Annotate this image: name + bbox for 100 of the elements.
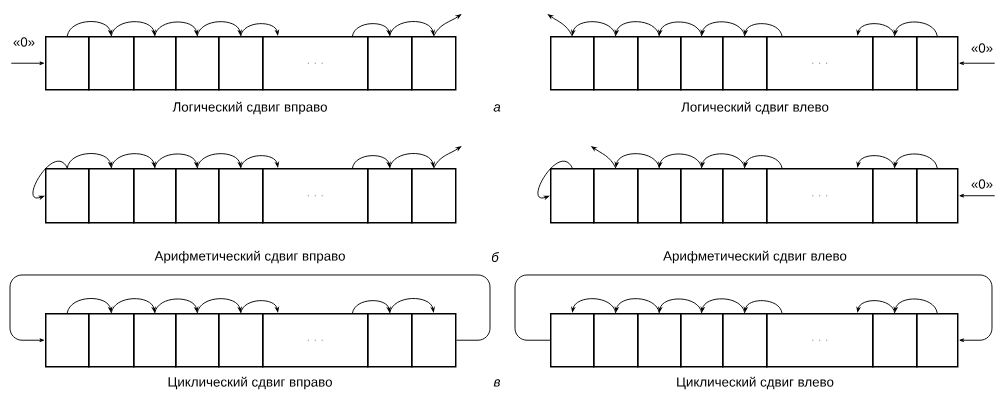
arrow xyxy=(110,153,156,169)
arrow xyxy=(700,153,746,169)
arrow xyxy=(700,21,746,37)
input-label: «0» xyxy=(971,179,993,189)
caption: Арифметический сдвиг влево xyxy=(663,250,847,264)
register-cell: . . . xyxy=(766,36,874,91)
register-cell xyxy=(88,36,135,91)
arrow xyxy=(66,21,113,37)
register-cell xyxy=(680,313,724,368)
caption: Циклический сдвиг вправо xyxy=(168,376,332,390)
register-cell xyxy=(411,36,457,91)
register-cell xyxy=(367,313,413,368)
register-cell xyxy=(133,168,177,224)
register-cell xyxy=(593,313,639,368)
arrow xyxy=(389,298,435,314)
arrow xyxy=(591,146,617,169)
register-cell xyxy=(637,313,682,368)
arrow xyxy=(571,21,617,37)
register-cell xyxy=(550,36,595,91)
register-cell xyxy=(593,36,639,91)
arrow xyxy=(433,146,462,169)
arrow xyxy=(10,61,45,66)
arrow xyxy=(352,155,391,169)
arrow xyxy=(959,61,996,66)
arrow xyxy=(389,21,435,37)
register-cell xyxy=(637,168,682,224)
register-cell xyxy=(593,168,639,224)
register-cell xyxy=(916,36,959,91)
register-cell xyxy=(722,36,768,91)
register-cell xyxy=(411,168,457,224)
caption: Логический сдвиг влево xyxy=(681,101,829,115)
input-label: «0» xyxy=(13,37,35,47)
register-cell xyxy=(133,36,177,91)
arrow xyxy=(743,23,783,37)
arrow xyxy=(614,153,660,169)
register-cell xyxy=(88,168,135,224)
register-cell xyxy=(175,36,220,91)
register-cell xyxy=(722,313,768,368)
register-cell xyxy=(550,168,595,224)
arrow xyxy=(614,298,660,314)
arrow xyxy=(893,153,938,169)
register-cell xyxy=(133,313,177,368)
register-cell xyxy=(411,313,457,368)
register-cell xyxy=(88,313,135,368)
register-cell: . . . xyxy=(262,313,369,368)
loop-arrow xyxy=(32,160,68,200)
input-label: «0» xyxy=(971,43,993,53)
register-cell xyxy=(722,168,768,224)
arrow xyxy=(856,23,896,37)
register-cell xyxy=(637,36,682,91)
arrow xyxy=(110,298,156,314)
register-cell xyxy=(175,168,220,224)
register-cell xyxy=(916,313,959,368)
register-cell xyxy=(175,313,220,368)
caption: Арифметический сдвиг вправо xyxy=(154,250,345,264)
panel-letter: а xyxy=(493,104,501,112)
arrow xyxy=(196,153,242,169)
arrow xyxy=(658,153,703,169)
register-cell xyxy=(367,36,413,91)
arrow xyxy=(196,21,242,37)
register-cell xyxy=(872,168,918,224)
register-cell xyxy=(45,168,90,224)
arrow xyxy=(743,155,783,169)
arrow xyxy=(700,298,746,314)
register-cell xyxy=(218,168,264,224)
arrow xyxy=(856,300,896,314)
arrow xyxy=(66,153,113,169)
panel-letter: б xyxy=(491,252,500,262)
arrow xyxy=(154,21,199,37)
arrow xyxy=(196,298,242,314)
loop-arrow xyxy=(9,274,491,343)
arrow xyxy=(66,298,113,314)
arrow xyxy=(614,21,660,37)
register-cell: . . . xyxy=(766,313,874,368)
register-cell: . . . xyxy=(262,168,369,224)
arrow xyxy=(959,193,996,198)
caption: Циклический сдвиг влево xyxy=(677,376,834,390)
arrow xyxy=(110,21,156,37)
arrow xyxy=(240,155,279,169)
register-cell xyxy=(45,313,90,368)
register-cell xyxy=(367,168,413,224)
register-cell xyxy=(550,313,595,368)
arrow xyxy=(389,153,435,169)
arrow xyxy=(240,23,279,37)
caption: Логический сдвиг вправо xyxy=(172,101,327,115)
panel-letter: в xyxy=(493,379,501,387)
register-cell xyxy=(680,168,724,224)
register-cell xyxy=(872,313,918,368)
arrow xyxy=(240,300,279,314)
register-cell: . . . xyxy=(262,36,369,91)
register-cell xyxy=(218,36,264,91)
register-cell xyxy=(218,313,264,368)
arrow xyxy=(154,153,199,169)
arrow xyxy=(433,14,462,37)
loop-arrow xyxy=(514,274,993,343)
arrow xyxy=(893,21,938,37)
arrow xyxy=(743,300,783,314)
arrow xyxy=(547,14,573,37)
arrow xyxy=(658,21,703,37)
arrow xyxy=(893,298,938,314)
